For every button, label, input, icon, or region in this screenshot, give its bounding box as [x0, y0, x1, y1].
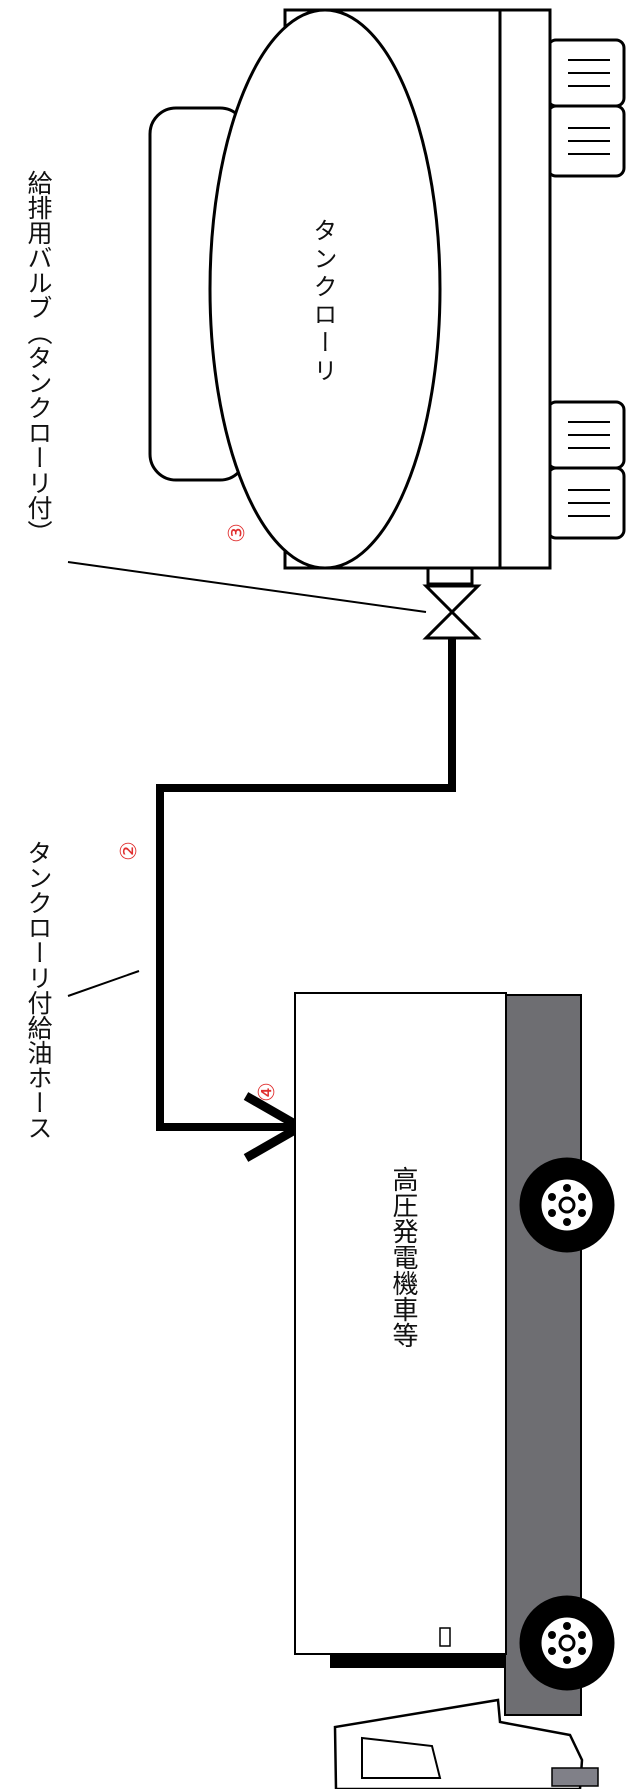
tank-ellipse	[208, 8, 442, 570]
generator-truck-label: 高圧発電機車等	[388, 1166, 418, 1348]
tank-lorry	[148, 8, 626, 570]
valve-label: 給排用バルブ（タンクローリ付）	[24, 170, 53, 545]
generator-box	[294, 992, 507, 1655]
marker-inlet: ④	[254, 1082, 280, 1102]
hose-label: タンクローリ付給油ホース	[24, 840, 53, 1140]
truck-window	[361, 1736, 442, 1779]
truck-bumper	[551, 1767, 599, 1787]
marker-valve: ③	[224, 523, 250, 543]
truck-wheel-front	[519, 1595, 615, 1691]
tank-lorry-label: タンクローリ	[309, 218, 337, 386]
truck-wheel-rear	[519, 1157, 615, 1253]
generator-truck	[294, 992, 615, 1789]
valve-leader-line	[67, 561, 427, 613]
hose-leader-line	[67, 970, 140, 997]
truck-bed	[504, 994, 582, 1716]
fuel-hose	[156, 638, 456, 1131]
valve-icon	[422, 566, 482, 640]
tank-lorry-wheels	[546, 38, 626, 540]
truck-marker-light	[439, 1627, 451, 1647]
marker-hose: ②	[116, 841, 142, 861]
box-bottom-bar	[330, 1654, 505, 1668]
